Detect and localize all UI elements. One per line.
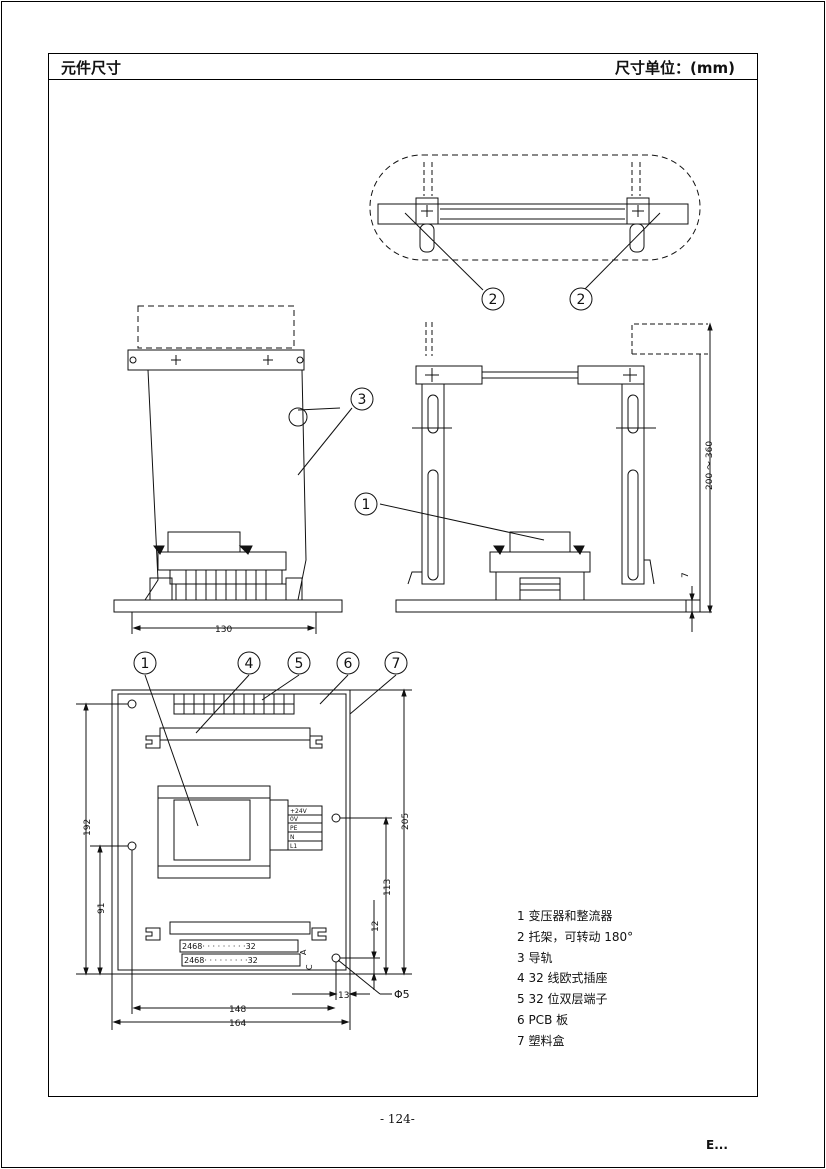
row-letter-a: A xyxy=(299,949,308,955)
callout-2: 2 xyxy=(569,287,593,311)
callout-6: 6 xyxy=(336,651,360,675)
dim-hole: Φ5 xyxy=(394,988,410,1001)
callout-circle xyxy=(354,492,378,516)
callout-4: 4 xyxy=(237,651,261,675)
dim-91: 91 xyxy=(97,903,107,914)
legend-list: 1 变压器和整流器 2 托架，可转动 180° 3 导轨 4 32 线欧式插座 … xyxy=(517,906,633,1052)
plan-view xyxy=(76,674,412,1030)
dimension-texts: 130 200 ～ 360 7 192 91 205 113 12 148 16… xyxy=(83,441,715,1029)
callout-circle xyxy=(336,651,360,675)
callout-number: 2 xyxy=(577,292,586,308)
callout-number: 6 xyxy=(344,656,353,672)
callout-1: 1 xyxy=(354,492,378,516)
terminal-label-l1: L1 xyxy=(290,843,297,850)
callouts: 1 2 2 3 1 4 5 6 7 xyxy=(133,287,593,675)
terminal-label-n: N xyxy=(290,834,295,841)
callout-circle xyxy=(287,651,311,675)
dim-148: 148 xyxy=(229,1005,246,1015)
legend-item: 3 导轨 xyxy=(517,950,553,965)
callout-5: 5 xyxy=(287,651,311,675)
dim-113: 113 xyxy=(383,879,393,896)
page-title: 元件尺寸 xyxy=(61,59,122,77)
callout-circle xyxy=(569,287,593,311)
callout-7: 7 xyxy=(384,651,408,675)
side-view-left xyxy=(113,305,353,634)
dim-13: 13 xyxy=(338,991,349,1001)
callout-number: 4 xyxy=(245,656,254,672)
dim-7: 7 xyxy=(681,572,691,578)
callout-number: 3 xyxy=(358,392,367,408)
callout-circle xyxy=(133,651,157,675)
legend-item: 1 变压器和整流器 xyxy=(517,909,613,923)
legend-item: 4 32 线欧式插座 xyxy=(517,971,608,986)
connector-rows: 2468· · · · · · · · ·32 2468· · · · · · … xyxy=(182,942,314,970)
terminal-labels: +24V 0V PE N L1 xyxy=(290,808,308,850)
callout-circle xyxy=(481,287,505,311)
legend-item: 6 PCB 板 xyxy=(517,1012,569,1027)
terminal-label-0v: 0V xyxy=(290,816,299,823)
bracket-detail xyxy=(369,154,701,291)
connector-row-a: 2468· · · · · · · · ·32 xyxy=(182,942,256,951)
legend-item: 2 托架，可转动 180° xyxy=(517,929,634,944)
callout-circle xyxy=(350,387,374,411)
front-view-right xyxy=(379,322,713,632)
callout-number: 1 xyxy=(141,656,150,672)
corner-mark: E... xyxy=(706,1138,728,1152)
dim-164: 164 xyxy=(229,1019,246,1029)
dim-200-360: 200 ～ 360 xyxy=(705,441,715,490)
callout-circle xyxy=(237,651,261,675)
dim-192: 192 xyxy=(83,819,93,836)
header-bar: 元件尺寸 尺寸单位：(mm) xyxy=(49,54,757,80)
terminal-label-pe: PE xyxy=(290,825,298,832)
callout-number: 1 xyxy=(362,497,371,513)
callout-3: 3 xyxy=(350,387,374,411)
dim-130: 130 xyxy=(215,625,232,635)
row-letter-c: C xyxy=(305,964,314,970)
dim-205: 205 xyxy=(401,813,411,830)
callout-1: 1 xyxy=(133,651,157,675)
callout-number: 2 xyxy=(489,292,498,308)
terminal-label-24v: +24V xyxy=(290,808,308,815)
callout-number: 5 xyxy=(295,656,304,672)
callout-circle xyxy=(384,651,408,675)
dim-12: 12 xyxy=(371,921,381,932)
drawing-frame: 元件尺寸 尺寸单位：(mm) xyxy=(48,53,758,1097)
legend-item: 5 32 位双层端子 xyxy=(517,992,608,1007)
connector-row-c: 2468· · · · · · · · ·32 xyxy=(184,956,258,965)
callout-number: 7 xyxy=(392,656,401,672)
page-number: - 124- xyxy=(380,1112,415,1126)
callout-2: 2 xyxy=(481,287,505,311)
legend-item: 7 塑料盒 xyxy=(517,1033,565,1048)
unit-label: 尺寸单位：(mm) xyxy=(615,59,735,77)
